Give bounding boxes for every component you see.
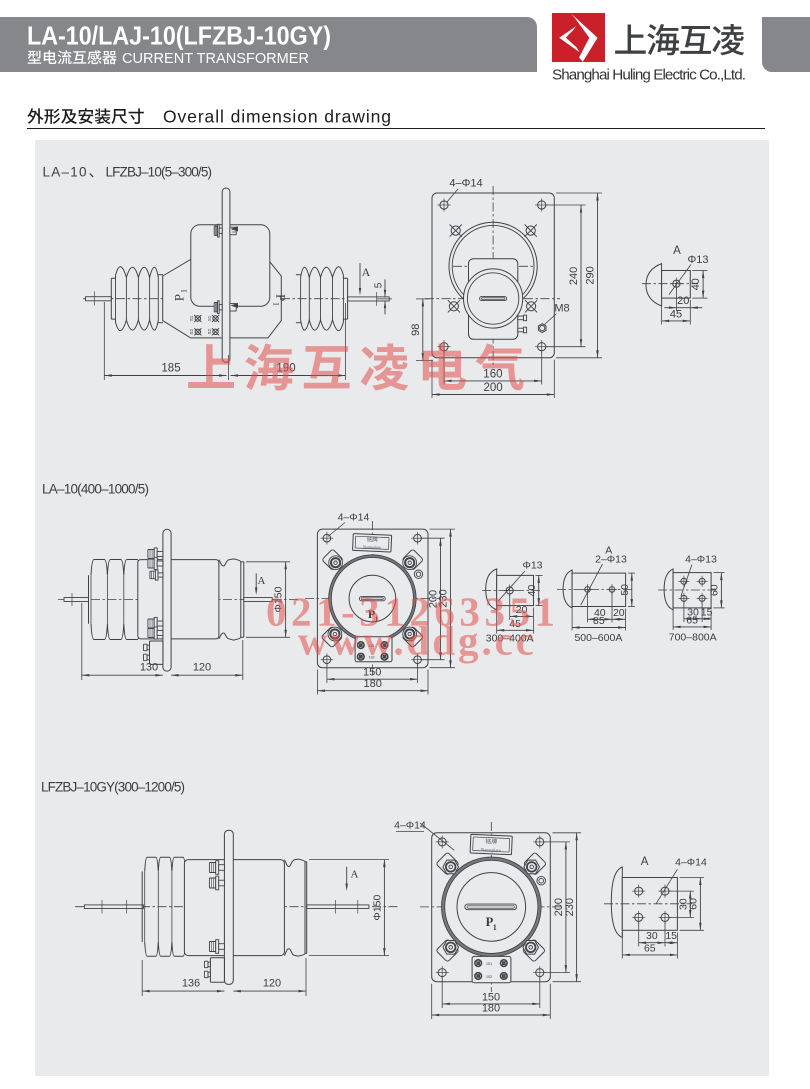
- svg-text:Φ150: Φ150: [371, 894, 383, 920]
- svg-text:www.ddg.cc: www.ddg.cc: [298, 618, 534, 664]
- svg-text:S1: S1: [189, 315, 194, 321]
- svg-text:30: 30: [687, 606, 699, 618]
- svg-text:Nameplate: Nameplate: [363, 544, 381, 550]
- svg-text:S2: S2: [189, 329, 194, 335]
- svg-text:A: A: [673, 245, 681, 257]
- svg-text:P: P: [368, 607, 375, 621]
- svg-text:230: 230: [564, 898, 576, 916]
- svg-text:CURRENT TRANSFORMER: CURRENT TRANSFORMER: [122, 50, 309, 67]
- svg-text:98: 98: [410, 324, 422, 336]
- svg-text:500–600A: 500–600A: [574, 632, 622, 644]
- svg-text:200: 200: [428, 590, 440, 608]
- svg-text:45: 45: [670, 308, 682, 320]
- svg-text:30: 30: [646, 930, 658, 942]
- svg-text:1: 1: [180, 289, 189, 293]
- svg-text:Φ13: Φ13: [687, 254, 708, 266]
- svg-text:A: A: [258, 575, 266, 587]
- svg-text:4–Φ14: 4–Φ14: [449, 178, 482, 190]
- svg-text:LA–10: LA–10: [43, 165, 87, 180]
- svg-text:A: A: [362, 265, 371, 279]
- svg-text:150: 150: [482, 991, 500, 1003]
- svg-text:P: P: [172, 294, 187, 301]
- svg-text:1: 1: [272, 302, 281, 306]
- svg-text:S2: S2: [207, 329, 212, 335]
- svg-text:40: 40: [594, 607, 606, 619]
- svg-text:85: 85: [593, 615, 605, 627]
- svg-text:1S1: 1S1: [369, 644, 375, 648]
- svg-text:20: 20: [677, 295, 689, 307]
- svg-text:Nameplate: Nameplate: [481, 847, 501, 853]
- svg-text:1S2: 1S2: [369, 656, 375, 660]
- svg-text:180: 180: [364, 678, 382, 690]
- svg-text:4–Φ14: 4–Φ14: [675, 857, 707, 869]
- svg-text:130: 130: [140, 662, 158, 674]
- svg-text:4–Φ13: 4–Φ13: [685, 554, 717, 566]
- svg-text:5: 5: [374, 282, 385, 288]
- svg-text:180: 180: [482, 1003, 500, 1015]
- svg-text:P: P: [274, 294, 289, 301]
- svg-text:Overall dimension drawing: Overall dimension drawing: [163, 107, 391, 127]
- svg-text:240: 240: [568, 267, 580, 285]
- svg-text:200: 200: [553, 898, 565, 916]
- svg-text:136: 136: [182, 978, 200, 990]
- svg-text:15: 15: [701, 606, 713, 618]
- svg-text:185: 185: [161, 363, 180, 375]
- svg-text:P: P: [486, 915, 494, 929]
- svg-text:A: A: [351, 869, 359, 881]
- svg-text:700–800A: 700–800A: [669, 632, 717, 644]
- svg-text:A: A: [641, 856, 649, 868]
- svg-text:60: 60: [688, 898, 700, 910]
- svg-text:230: 230: [438, 589, 450, 607]
- svg-text:Φ13: Φ13: [522, 560, 542, 572]
- svg-text:4–Φ14: 4–Φ14: [338, 512, 370, 524]
- svg-text:Φ150: Φ150: [273, 586, 285, 612]
- svg-text:150: 150: [363, 667, 381, 679]
- svg-text:45: 45: [509, 618, 521, 630]
- svg-text:1S1: 1S1: [486, 962, 492, 966]
- svg-text:60: 60: [709, 584, 721, 596]
- svg-text:50: 50: [619, 584, 631, 596]
- svg-text:15: 15: [665, 930, 677, 942]
- svg-text:20: 20: [516, 604, 528, 616]
- svg-text:120: 120: [193, 662, 211, 674]
- svg-text:30: 30: [677, 898, 689, 910]
- svg-text:160: 160: [483, 368, 502, 380]
- svg-text:1S2: 1S2: [486, 975, 492, 979]
- svg-text:2–Φ13: 2–Φ13: [595, 554, 627, 566]
- svg-text:65: 65: [686, 614, 698, 626]
- svg-text:M8: M8: [554, 303, 569, 315]
- svg-text:300–400A: 300–400A: [486, 633, 534, 645]
- svg-text:40: 40: [690, 278, 702, 290]
- svg-text:1: 1: [493, 923, 497, 932]
- svg-text:200: 200: [484, 382, 503, 394]
- svg-text:LFZBJ–10GY(300–1200/5): LFZBJ–10GY(300–1200/5): [41, 780, 185, 795]
- svg-text:1: 1: [375, 615, 379, 624]
- svg-text:A: A: [605, 545, 612, 557]
- svg-text:120: 120: [263, 978, 281, 990]
- svg-text:LA-10/LAJ-10(LFZBJ-10GY): LA-10/LAJ-10(LFZBJ-10GY): [27, 21, 331, 51]
- svg-text:40: 40: [526, 585, 538, 597]
- svg-text:65: 65: [644, 942, 656, 954]
- svg-text:4–Φ14: 4–Φ14: [394, 820, 426, 832]
- svg-text:LFZBJ–10(5–300/5): LFZBJ–10(5–300/5): [106, 165, 213, 180]
- svg-text:290: 290: [585, 266, 597, 284]
- svg-text:S1: S1: [207, 315, 212, 321]
- svg-text:LA–10(400–1000/5): LA–10(400–1000/5): [42, 482, 149, 497]
- svg-text:20: 20: [613, 607, 625, 619]
- svg-text:Shanghai Huling Electric Co.,L: Shanghai Huling Electric Co.,Ltd.: [552, 67, 746, 84]
